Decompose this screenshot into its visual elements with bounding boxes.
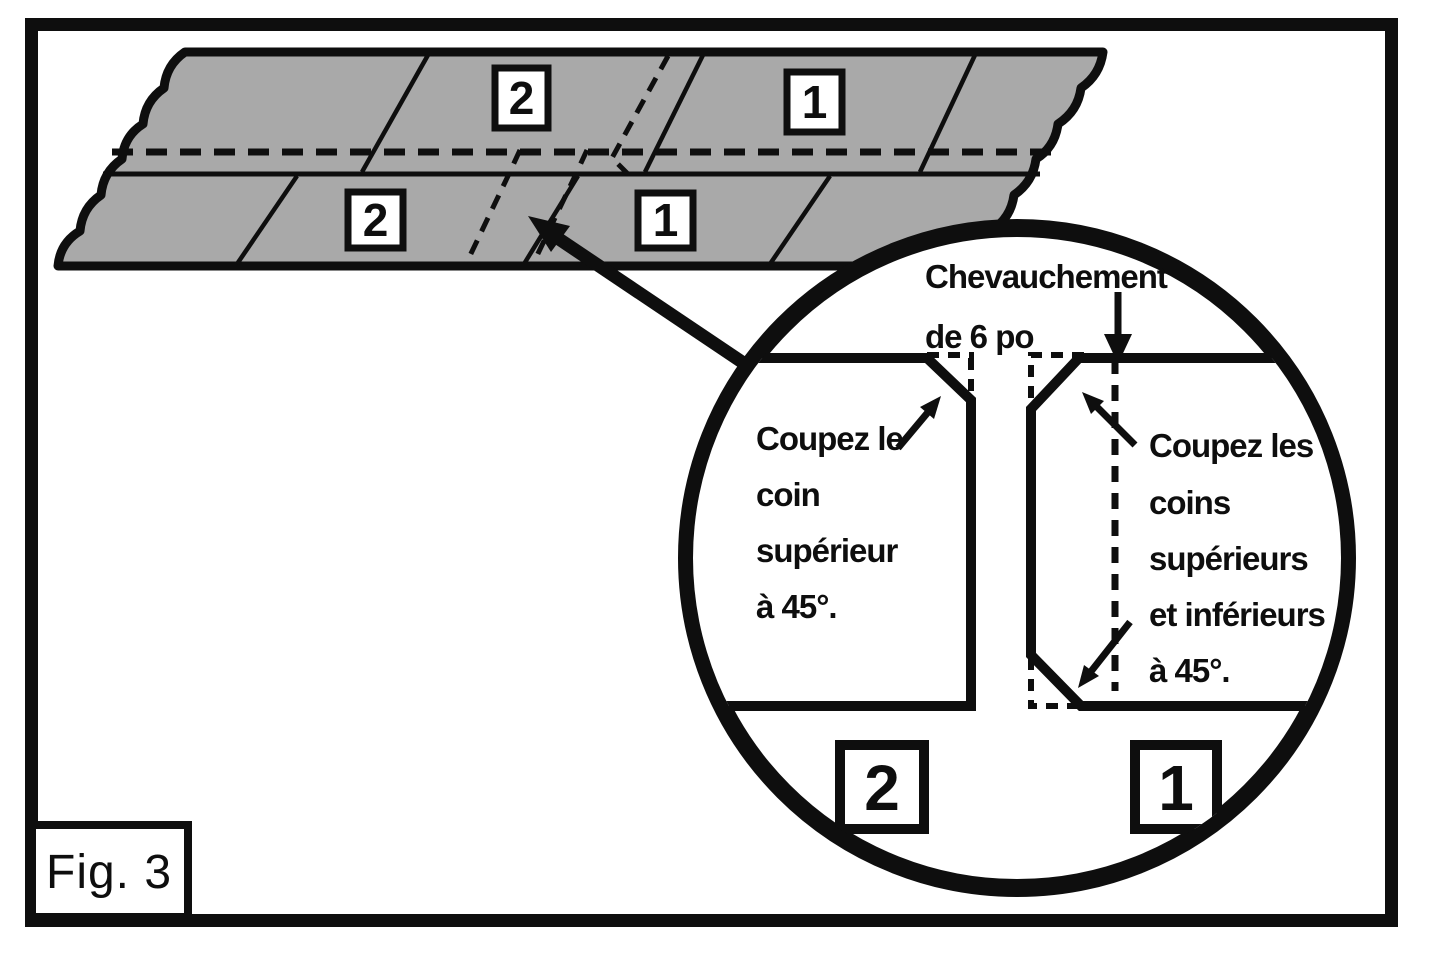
hidden-piece-dashed-bottom bbox=[463, 148, 590, 266]
zoom-callout-arrow bbox=[528, 216, 746, 368]
piece-tag-2-label: 2 bbox=[864, 752, 900, 824]
course-tag-top-1: 1 bbox=[783, 68, 846, 136]
course-tag-bottom-1-label: 1 bbox=[653, 194, 679, 246]
course-tag-top-2-label: 2 bbox=[509, 72, 535, 124]
right-cut-note-line5: à 45°. bbox=[1149, 652, 1230, 689]
figure-label: Fig. 3 bbox=[46, 846, 172, 899]
course-tag-bottom-2: 2 bbox=[344, 188, 407, 252]
membrane-band: 2 1 2 1 bbox=[53, 47, 1108, 271]
right-cut-note-line2: coins bbox=[1149, 484, 1230, 521]
left-cut-pointer-arrow bbox=[895, 396, 941, 451]
right-bottom-cut-pointer-arrow bbox=[1078, 619, 1133, 688]
seam-top-1 bbox=[360, 53, 430, 174]
right-cut-note-line4: et inférieurs bbox=[1149, 596, 1325, 633]
course-tag-top-1-label: 1 bbox=[802, 76, 828, 128]
left-cut-note-line2: coin bbox=[756, 476, 820, 513]
piece-tag-1-label: 1 bbox=[1158, 752, 1194, 824]
left-cut-note: Coupez le coin supérieur à 45°. bbox=[756, 420, 904, 625]
right-cut-note-line1: Coupez les bbox=[1149, 427, 1313, 464]
seam-bottom-1 bbox=[235, 174, 299, 266]
left-cut-note-line3: supérieur bbox=[756, 532, 899, 569]
piece-1-panel bbox=[1026, 353, 1341, 711]
course-tag-top-2: 2 bbox=[491, 64, 552, 132]
piece-tag-2: 2 bbox=[835, 740, 929, 834]
piece-tag-1: 1 bbox=[1130, 740, 1222, 834]
figure-label-box: Fig. 3 bbox=[28, 821, 192, 921]
left-cut-note-line4: à 45°. bbox=[756, 588, 837, 625]
seam-bottom-2 bbox=[522, 174, 580, 266]
piece-2-cut-corner-ghost bbox=[927, 352, 974, 402]
seam-top-3 bbox=[917, 54, 978, 173]
overlap-note-line2: de 6 po bbox=[925, 318, 1034, 355]
course-tag-bottom-1: 1 bbox=[634, 189, 697, 252]
course-tag-bottom-2-label: 2 bbox=[363, 194, 389, 246]
piece-1-bottom-corner-ghost bbox=[1028, 658, 1084, 709]
overlap-pointer-arrow bbox=[1104, 292, 1132, 364]
right-cut-note-line3: supérieurs bbox=[1149, 540, 1308, 577]
right-cut-note: Coupez les coins supérieurs et inférieur… bbox=[1149, 427, 1326, 689]
seam-top-2 bbox=[642, 54, 706, 173]
right-top-cut-pointer-arrow bbox=[1082, 392, 1138, 448]
seam-bottom-3 bbox=[768, 174, 832, 266]
overlap-note-line1: Chevauchement bbox=[925, 258, 1168, 295]
piece-1-top-corner-ghost bbox=[1028, 352, 1084, 406]
hidden-piece-dashed-top bbox=[608, 54, 671, 180]
detail-circle-content: Chevauchement de 6 po Coupez le coin sup… bbox=[693, 258, 1341, 834]
left-cut-note-line1: Coupez le bbox=[756, 420, 903, 457]
